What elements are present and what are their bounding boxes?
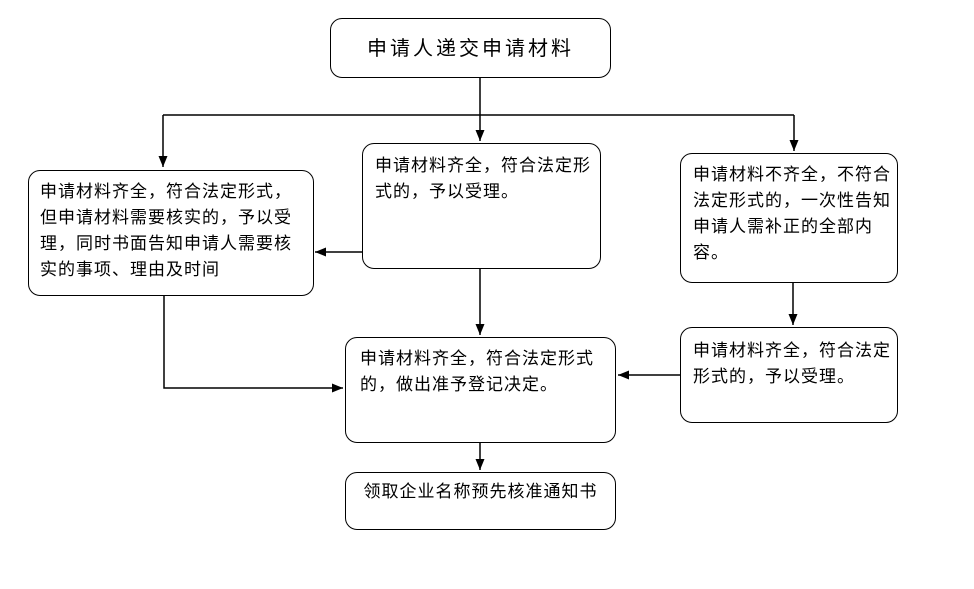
connector-left-to-center xyxy=(163,296,343,393)
flow-node-accept-needs-verification: 申请材料齐全，符合法定形式， 但申请材料需要核实的，予以受 理，同时书面告知申请… xyxy=(28,170,314,296)
flow-node-materials-incomplete-notify: 申请材料不齐全，不符合 法定形式的，一次性告知 申请人需补正的全部内 容。 xyxy=(680,153,898,283)
flow-node-materials-complete-accepted: 申请材料齐全，符合法定形 式的，予以受理。 xyxy=(362,143,601,269)
flow-node-corrected-materials-accepted: 申请材料齐全，符合法定 形式的，予以受理。 xyxy=(680,327,898,423)
flow-node-submit-application: 申请人递交申请材料 xyxy=(330,18,611,78)
flow-node-receive-approval-notice: 领取企业名称预先核准通知书 xyxy=(345,472,616,530)
flow-node-registration-decision: 申请材料齐全，符合法定形式 的，做出准予登记决定。 xyxy=(345,337,616,443)
